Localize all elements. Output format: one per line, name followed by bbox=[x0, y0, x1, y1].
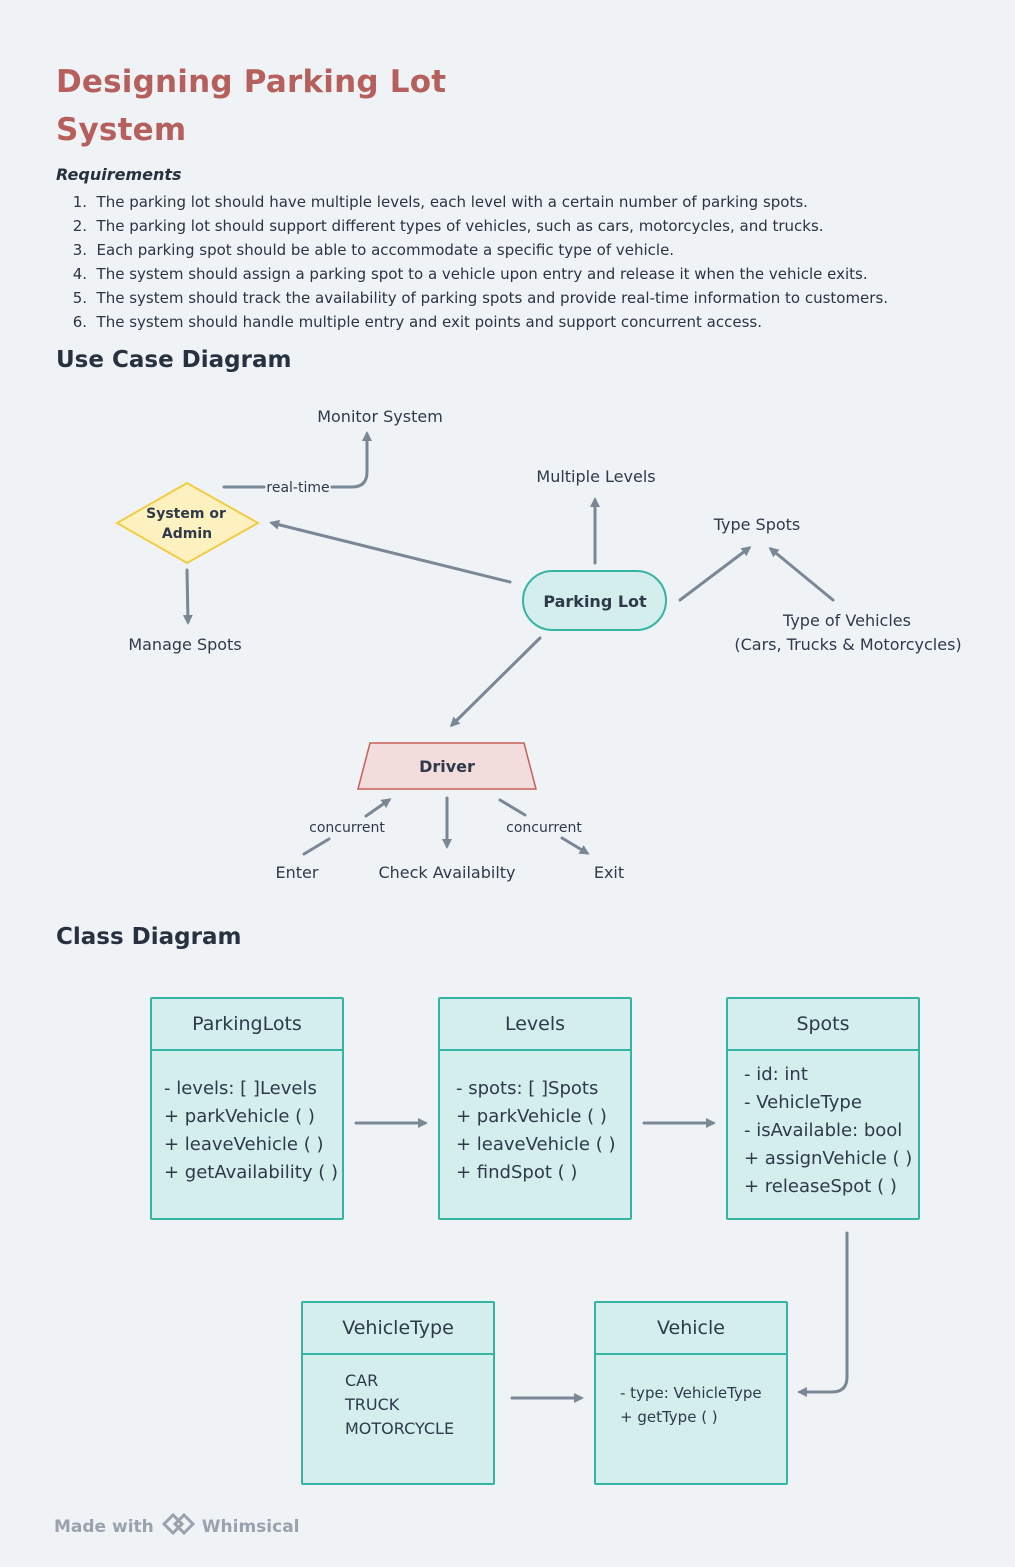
page-title: Designing Parking Lot System bbox=[56, 64, 447, 148]
connector-parkinglot-admin bbox=[269, 519, 512, 584]
connector-vehicles-typespots bbox=[768, 547, 835, 602]
monitor-system-label: Monitor System bbox=[317, 407, 443, 426]
class-name: VehicleType bbox=[303, 1303, 493, 1355]
class-member: MOTORCYCLE bbox=[345, 1419, 455, 1438]
whimsical-brand-label: Whimsical bbox=[201, 1516, 300, 1537]
multiple-levels-label: Multiple Levels bbox=[536, 467, 655, 486]
class-member: - levels: [ ]Levels bbox=[164, 1078, 317, 1099]
system-admin-label-1: System or bbox=[146, 506, 226, 522]
parking-lot-node bbox=[522, 570, 667, 631]
driver-label: Driver bbox=[419, 757, 475, 776]
real-time-label: real-time bbox=[266, 480, 329, 496]
requirements-heading: Requirements bbox=[56, 165, 182, 184]
type-vehicles-label-1: Type of Vehicles bbox=[782, 611, 911, 630]
system-admin-node bbox=[114, 481, 261, 565]
requirements-list: 1. The parking lot should have multiple … bbox=[56, 190, 888, 334]
connector-driver-exit bbox=[498, 798, 587, 853]
class-diagram-heading: Class Diagram bbox=[56, 924, 242, 950]
whimsical-logo-icon bbox=[161, 1512, 196, 1540]
system-admin-label-2: Admin bbox=[162, 526, 212, 542]
class-member: - spots: [ ]Spots bbox=[456, 1078, 599, 1099]
check-availability-label: Check Availabilty bbox=[378, 863, 515, 882]
enter-label: Enter bbox=[276, 863, 319, 882]
exit-label: Exit bbox=[594, 863, 624, 882]
use-case-heading: Use Case Diagram bbox=[56, 347, 292, 373]
concurrent-right-label: concurrent bbox=[506, 820, 582, 836]
class-name: ParkingLots bbox=[152, 999, 342, 1051]
requirement-item: 4. The system should assign a parking sp… bbox=[72, 265, 868, 283]
class-name: Spots bbox=[728, 999, 918, 1051]
driver-node bbox=[357, 742, 537, 790]
requirement-item: 5. The system should track the availabil… bbox=[72, 289, 889, 307]
class-parkinglots: ParkingLots - levels: [ ]Levels + parkVe… bbox=[150, 997, 344, 1220]
type-spots-label: Type Spots bbox=[713, 515, 801, 534]
connector-realtime bbox=[222, 434, 367, 489]
requirement-item: 2. The parking lot should support differ… bbox=[72, 217, 824, 235]
class-member: + leaveVehicle ( ) bbox=[456, 1134, 616, 1155]
class-name: Vehicle bbox=[596, 1303, 786, 1355]
connector-admin-manage bbox=[182, 568, 193, 625]
class-vehicle: Vehicle - type: VehicleType + getType ( … bbox=[594, 1301, 788, 1485]
requirement-item: 3. Each parking spot should be able to a… bbox=[72, 241, 675, 259]
connector-enter-driver bbox=[302, 800, 389, 856]
manage-spots-label: Manage Spots bbox=[128, 635, 241, 654]
footer: Made with Whimsical bbox=[54, 1512, 300, 1540]
requirement-item: 6. The system should handle multiple ent… bbox=[72, 313, 762, 331]
connector-parkinglot-typespots bbox=[678, 546, 752, 602]
class-vehicletype: VehicleType CAR TRUCK MOTORCYCLE bbox=[301, 1301, 495, 1485]
class-member: - type: VehicleType bbox=[620, 1384, 762, 1402]
class-spots: Spots - id: int - VehicleType - isAvaila… bbox=[726, 997, 920, 1220]
made-with-label: Made with bbox=[54, 1516, 154, 1537]
parking-lot-label: Parking Lot bbox=[543, 592, 647, 611]
class-member: - VehicleType bbox=[744, 1092, 862, 1113]
class-member: - isAvailable: bool bbox=[744, 1120, 903, 1141]
type-vehicles-label-2: (Cars, Trucks & Motorcycles) bbox=[734, 635, 961, 654]
class-member: - id: int bbox=[744, 1064, 808, 1085]
class-member: + getType ( ) bbox=[620, 1408, 718, 1426]
class-levels: Levels - spots: [ ]Spots + parkVehicle (… bbox=[438, 997, 632, 1220]
class-member: + releaseSpot ( ) bbox=[744, 1176, 897, 1197]
connector-spots-vehicle bbox=[797, 1231, 849, 1397]
class-member: CAR bbox=[345, 1371, 379, 1390]
class-member: TRUCK bbox=[345, 1395, 400, 1414]
class-member: + leaveVehicle ( ) bbox=[164, 1134, 324, 1155]
connector-parkinglot-driver bbox=[449, 636, 542, 728]
class-member: + findSpot ( ) bbox=[456, 1162, 578, 1183]
class-member: + parkVehicle ( ) bbox=[164, 1106, 315, 1127]
requirement-item: 1. The parking lot should have multiple … bbox=[72, 193, 808, 211]
class-member: + assignVehicle ( ) bbox=[744, 1148, 913, 1169]
class-name: Levels bbox=[440, 999, 630, 1051]
concurrent-left-label: concurrent bbox=[309, 820, 385, 836]
class-member: + parkVehicle ( ) bbox=[456, 1106, 607, 1127]
class-member: + getAvailability ( ) bbox=[164, 1162, 338, 1183]
